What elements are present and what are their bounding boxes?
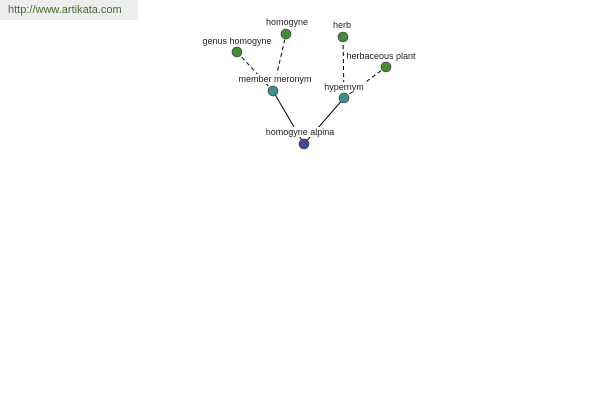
label-homogyne-alpina[interactable]: homogyne alpina: [266, 127, 335, 137]
label-genus-homogyne[interactable]: genus homogyne: [202, 36, 271, 46]
label-mask-herbaceous-plant: [345, 51, 417, 61]
label-member-meronym[interactable]: member meronym: [238, 74, 311, 84]
label-hypernym[interactable]: hypernym: [324, 82, 364, 92]
node-homogyne-alpina[interactable]: [298, 138, 310, 150]
node-herb[interactable]: [337, 31, 349, 43]
label-mask-hypernym: [322, 82, 366, 92]
label-herb[interactable]: herb: [333, 20, 351, 30]
node-member-meronym[interactable]: [267, 85, 279, 97]
label-mask-herb: [332, 20, 354, 30]
edge-center-to-hypernym: [303, 97, 345, 145]
label-mask-homogyne-alpina: [264, 127, 336, 137]
source-link[interactable]: http://www.artikata.com: [8, 4, 122, 16]
node-genus-homogyne[interactable]: [231, 46, 243, 58]
label-homogyne[interactable]: homogyne: [266, 17, 308, 27]
node-homogyne[interactable]: [280, 28, 292, 40]
label-mask-member-meronym: [236, 74, 314, 84]
edge-hypernym-to-herbaceous-plant: [343, 66, 387, 99]
label-herbaceous-plant[interactable]: herbaceous plant: [346, 51, 416, 61]
edge-member-meronym-to-genus-homogyne: [236, 51, 274, 92]
source-banner: http://www.artikata.com: [0, 0, 138, 20]
node-hypernym[interactable]: [338, 92, 350, 104]
label-mask-genus-homogyne: [200, 36, 274, 46]
node-herbaceous-plant[interactable]: [380, 61, 392, 73]
label-mask-homogyne: [264, 17, 310, 27]
